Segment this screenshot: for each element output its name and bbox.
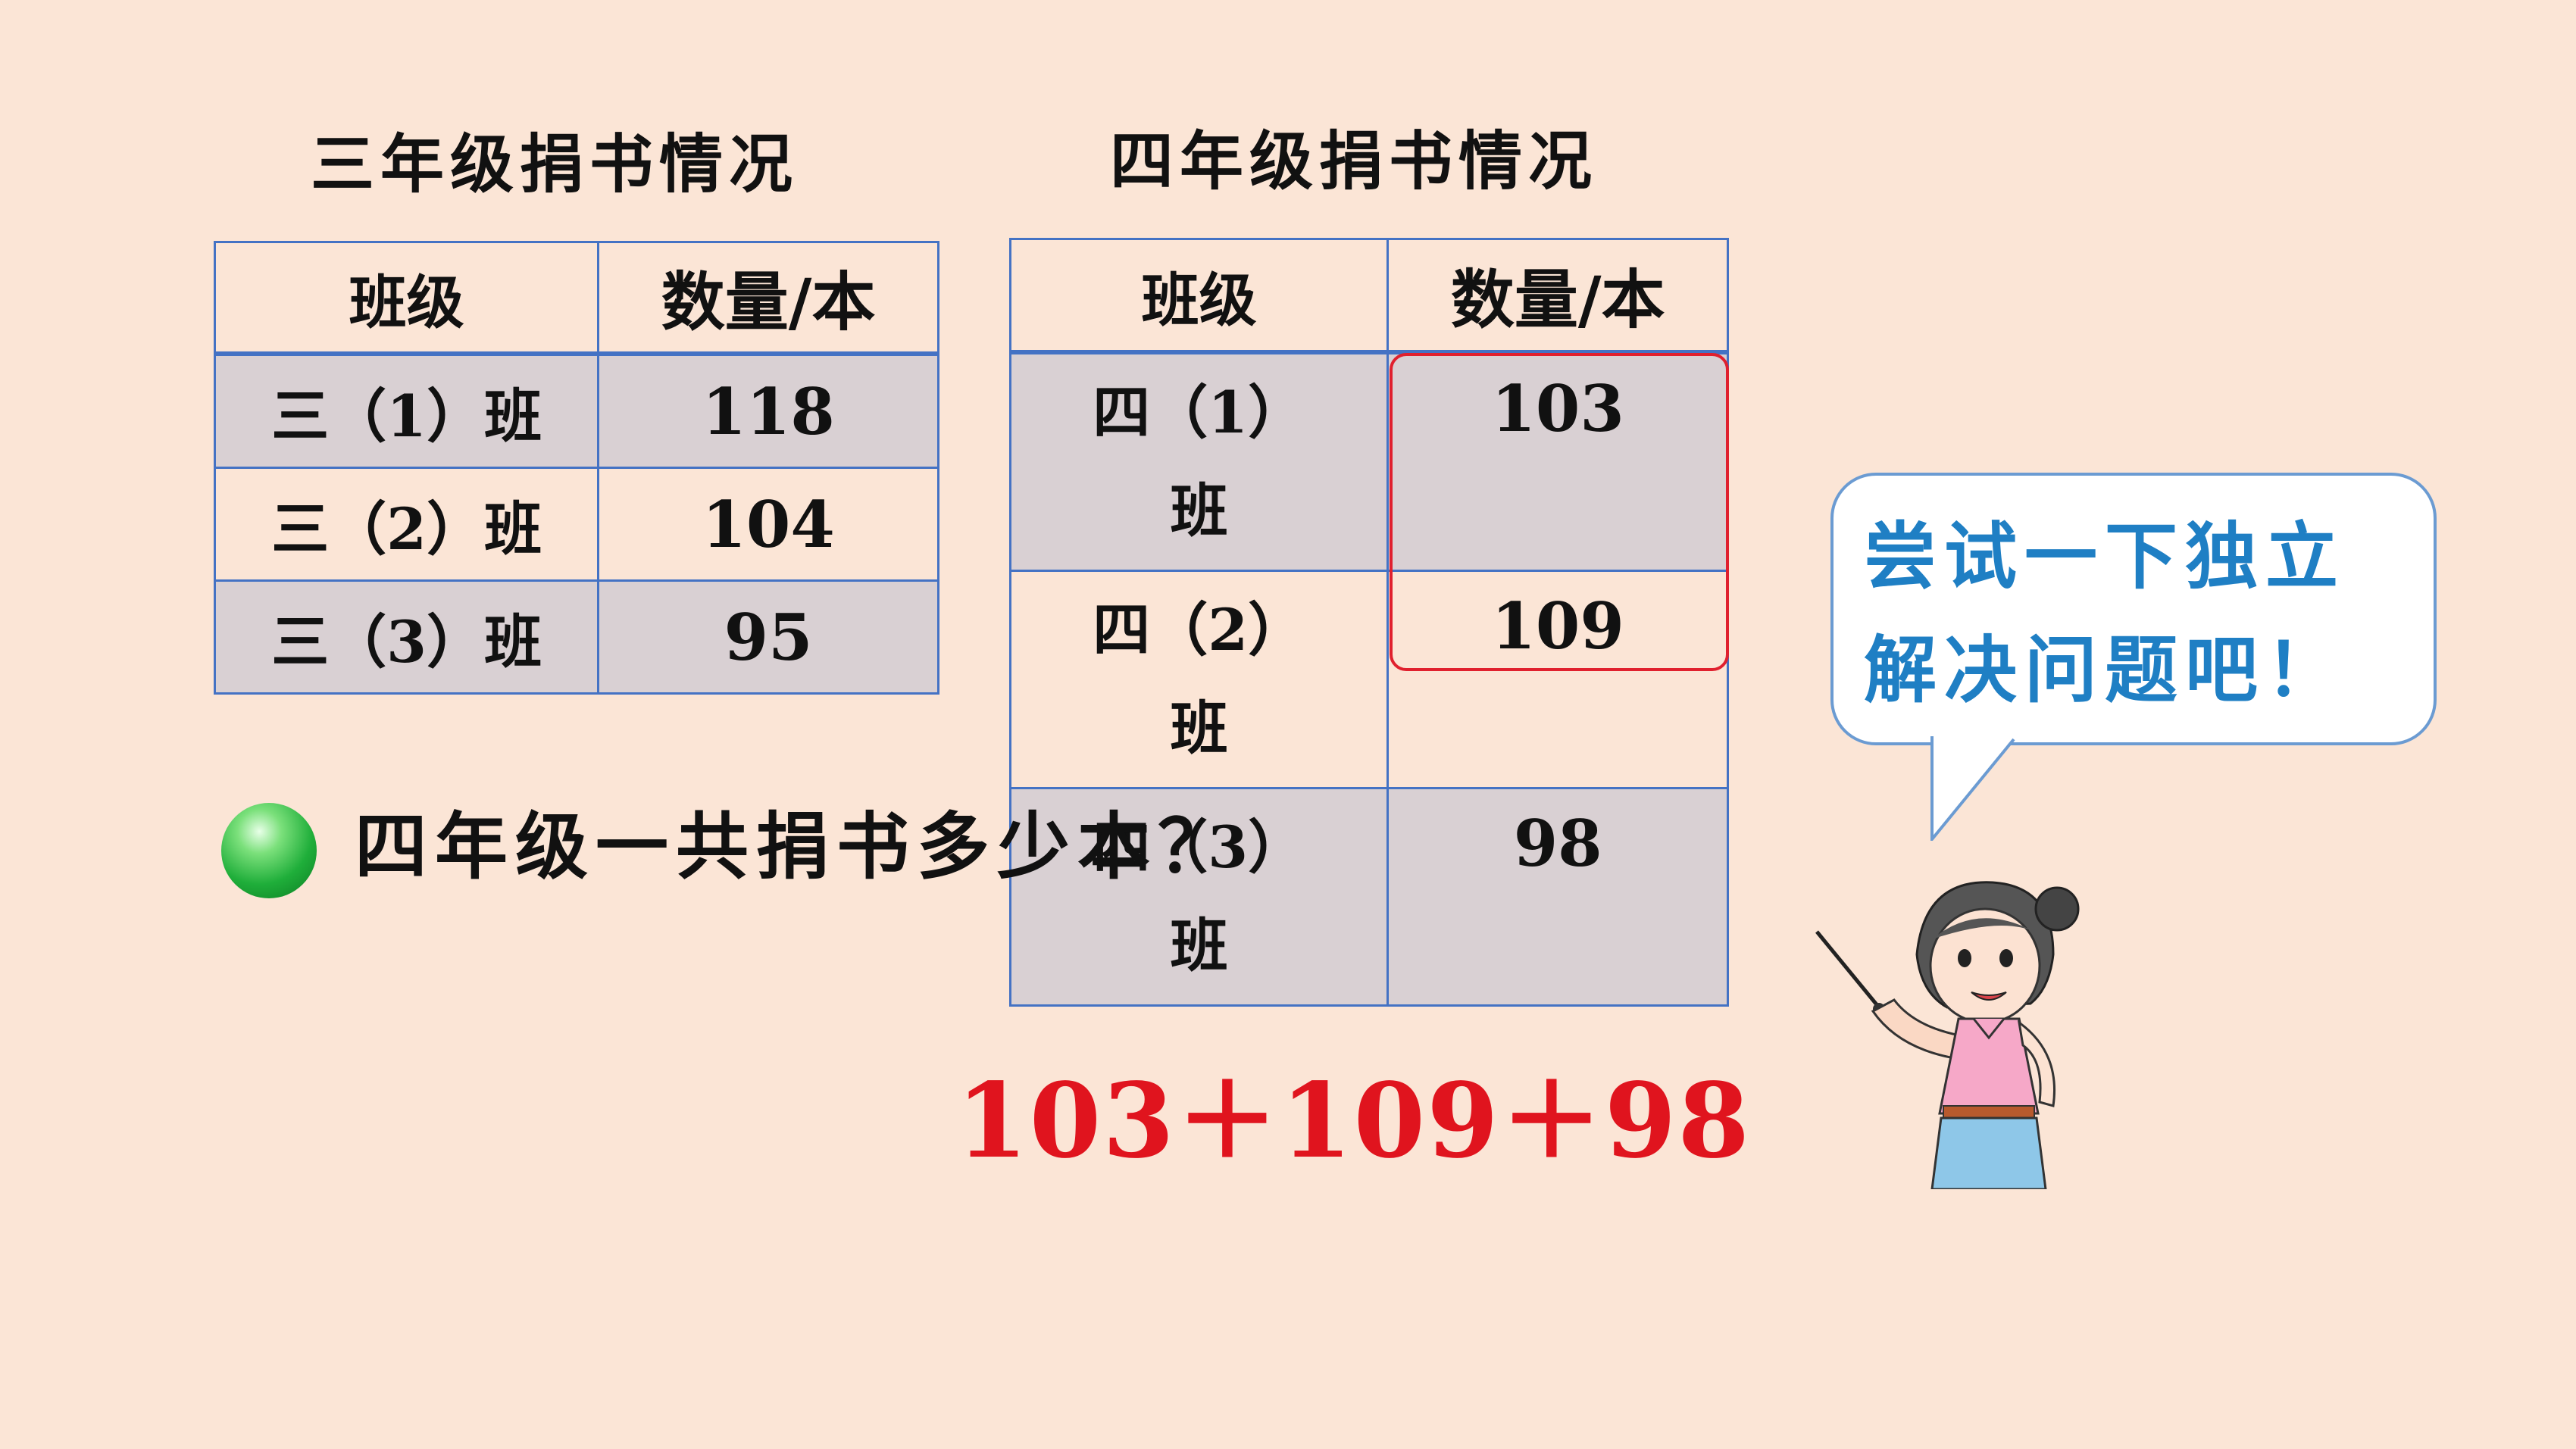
count-cell: 104 [597, 467, 939, 582]
header-count: 数量/本 [1386, 238, 1729, 354]
red-highlight-box [1390, 353, 1729, 671]
header-count: 数量/本 [597, 241, 939, 355]
speech-bubble-tail-icon [1930, 735, 2015, 841]
count-cell: 98 [1386, 787, 1729, 1007]
grade4-table-title: 四年级捐书情况 [1110, 123, 1599, 198]
class-line1: 四（2） [1093, 596, 1306, 664]
speech-line2: 解决问题吧！ [1864, 627, 2346, 713]
class-cell: 四（1） 班 [1008, 351, 1390, 572]
addition-expression: 103＋109＋98 [956, 1060, 1752, 1182]
table-row: 三（2）班 104 [213, 467, 939, 582]
class-line2: 班 [1170, 912, 1228, 979]
speech-line1: 尝试一下独立 [1864, 514, 2346, 599]
teacher-with-pointer-icon [1815, 881, 2080, 1189]
grade3-table-title: 三年级捐书情况 [311, 126, 799, 201]
table-row: 三（3）班 95 [213, 579, 939, 695]
grade4-donation-table: 班级 数量/本 四（1） 班 103 四（2） 班 109 四（3） 班 98 [1008, 238, 1729, 1007]
green-circle-bullet-icon [221, 803, 317, 898]
grade3-donation-table: 班级 数量/本 三（1）班 118 三（2）班 104 三（3）班 95 [213, 241, 939, 695]
class-cell: 三（3）班 [213, 579, 600, 695]
speech-bubble-text: 尝试一下独立 解决问题吧！ [1864, 500, 2424, 727]
table-row: 三（1）班 118 [213, 352, 939, 469]
header-class: 班级 [1008, 238, 1390, 354]
header-class: 班级 [213, 241, 600, 355]
table-row: 四（1） 班 103 [1008, 351, 1729, 572]
count-cell: 118 [597, 352, 939, 469]
count-cell: 95 [597, 579, 939, 695]
class-cell: 三（2）班 [213, 467, 600, 582]
class-line2: 班 [1170, 477, 1228, 545]
class-cell: 四（2） 班 [1008, 570, 1390, 789]
question-text: 四年级一共捐书多少本？ [355, 804, 1238, 889]
class-line1: 四（3） [1093, 814, 1306, 881]
speech-bubble [1830, 473, 2437, 745]
table-header-row: 班级 数量/本 [213, 241, 939, 355]
class-line2: 班 [1170, 695, 1228, 762]
table-row: 四（2） 班 109 [1008, 570, 1729, 789]
class-cell: 三（1）班 [213, 352, 600, 469]
table-row: 四（3） 班 98 [1008, 787, 1729, 1007]
class-cell: 四（3） 班 [1008, 787, 1390, 1007]
class-line1: 四（1） [1093, 379, 1306, 446]
count-cell: 109 [1386, 570, 1729, 789]
table-header-row: 班级 数量/本 [1008, 238, 1729, 354]
